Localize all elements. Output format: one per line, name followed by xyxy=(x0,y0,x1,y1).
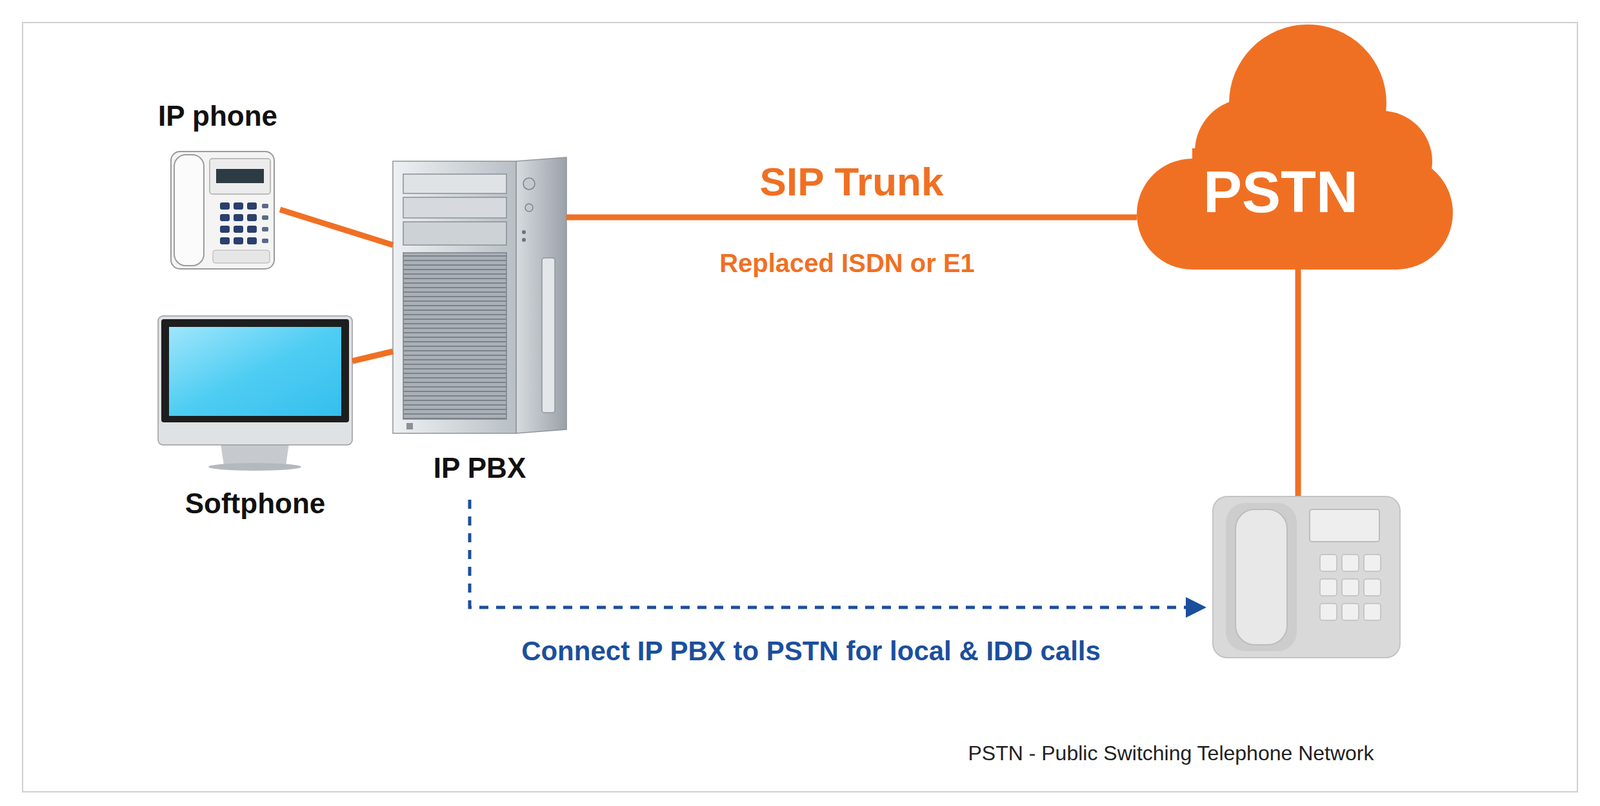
cloud-shape xyxy=(1136,19,1453,271)
edge-label: SIP Trunk xyxy=(760,158,944,206)
connection-note: Connect IP PBX to PSTN for local & IDD c… xyxy=(521,635,1101,668)
trunk-line xyxy=(566,214,1137,221)
cloud-label: PSTN xyxy=(1203,157,1359,228)
arrow-head xyxy=(1185,597,1207,619)
ip-phone-node: IP phone xyxy=(155,96,280,273)
pstn-cloud: PSTN xyxy=(1136,19,1453,271)
desk-phone-icon xyxy=(1212,496,1400,659)
trunk-line xyxy=(280,209,393,246)
ip-phone-keys xyxy=(220,202,269,245)
node-label: Softphone xyxy=(185,487,326,522)
trunk-note: Replaced ISDN or E1 xyxy=(719,247,975,279)
dashed-connection xyxy=(469,500,1193,608)
server-icon xyxy=(392,157,567,434)
trunk-line xyxy=(352,351,393,362)
footnote: PSTN - Public Switching Telephone Networ… xyxy=(967,741,1374,766)
ip-pbx-node: IP PBX xyxy=(392,158,567,491)
node-label: IP PBX xyxy=(433,451,526,486)
monitor-icon xyxy=(158,316,353,471)
frame xyxy=(22,22,1578,793)
ip-phone-icon xyxy=(170,151,275,270)
softphone-node: Softphone xyxy=(158,316,353,523)
pstn-line xyxy=(1295,264,1302,499)
node-label: IP phone xyxy=(158,99,278,134)
desk-phone-keys xyxy=(1320,554,1381,621)
